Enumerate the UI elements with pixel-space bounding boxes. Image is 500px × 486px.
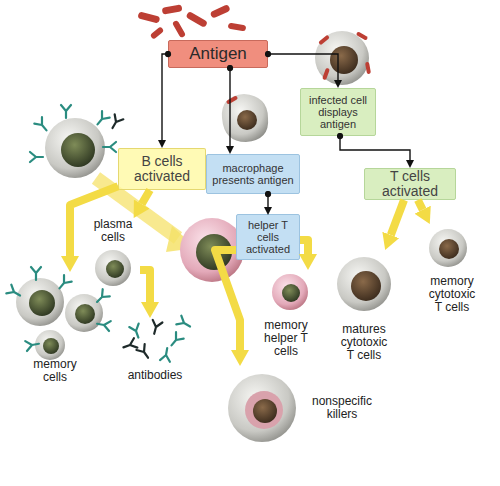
cell-label: memory cytotoxic T cells xyxy=(425,275,479,314)
memory-cells xyxy=(6,267,110,360)
process-box: B cells activated xyxy=(118,148,206,190)
cell-group: antibodies xyxy=(120,318,190,382)
connector-arrow xyxy=(267,194,268,207)
cell-group: plasma cells xyxy=(86,218,140,290)
cell-group: nonspecific killers xyxy=(205,366,375,450)
box-label: infected cell displays antigen xyxy=(303,94,373,130)
box-label: helper T cells activated xyxy=(239,219,297,255)
connector-arrow xyxy=(162,54,168,140)
cell-label: memory cells xyxy=(30,358,80,384)
cytotoxic-cell xyxy=(337,257,391,311)
cell-label: matures cytotoxic T cells xyxy=(337,323,391,362)
antigen-box: Antigen xyxy=(168,40,268,68)
connector-arrow xyxy=(229,68,230,146)
cell-label: antibodies xyxy=(128,369,183,382)
memory-cytotoxic-cell xyxy=(429,229,467,267)
flow-arrow xyxy=(140,270,150,302)
flow-arrow xyxy=(391,200,404,235)
antibody-molecules xyxy=(122,316,193,362)
b-cell xyxy=(30,105,123,178)
process-box: infected cell displays antigen xyxy=(300,88,376,136)
flow-arrow xyxy=(215,250,240,350)
cell-label: plasma cells xyxy=(88,218,138,244)
macrophage-cell xyxy=(222,94,268,142)
bacteria xyxy=(137,4,246,40)
cell-group: memory helper T cells xyxy=(255,270,317,358)
cell-label: memory helper T cells xyxy=(261,319,311,358)
flow-arrow xyxy=(142,190,150,204)
connector-arrow xyxy=(340,136,410,160)
process-box: macrophage presents antigen xyxy=(206,154,300,194)
process-box: helper T cells activated xyxy=(236,214,300,260)
box-label: B cells activated xyxy=(121,154,203,184)
connector-arrow xyxy=(268,54,338,80)
cell-group: memory cytotoxic T cells xyxy=(412,224,492,314)
killer-cell xyxy=(228,374,296,442)
cell-label: nonspecific killers xyxy=(309,395,375,421)
infected-cell xyxy=(315,31,371,85)
activated-cell xyxy=(180,218,244,282)
flow-arrow xyxy=(418,200,423,210)
process-box: T cells activated xyxy=(364,168,456,200)
memory-helper-cell xyxy=(272,274,308,310)
plasma-cell xyxy=(95,250,131,286)
box-label: macrophage presents antigen xyxy=(209,162,297,186)
box-label: Antigen xyxy=(189,44,247,64)
box-label: T cells activated xyxy=(367,169,453,199)
flow-arrow xyxy=(300,240,308,254)
cell-group: memory cells xyxy=(5,272,105,384)
cell-group: matures cytotoxic T cells xyxy=(322,250,406,362)
